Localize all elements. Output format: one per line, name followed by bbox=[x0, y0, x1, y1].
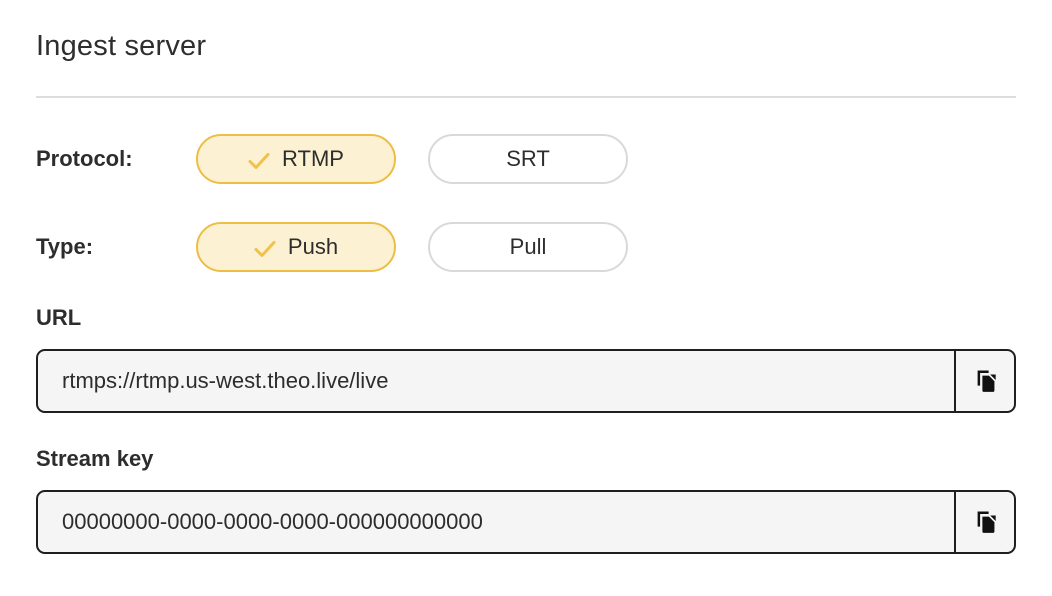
check-icon bbox=[248, 150, 270, 169]
type-row: Type: Push Pull bbox=[36, 222, 1016, 272]
protocol-row: Protocol: RTMP SRT bbox=[36, 134, 1016, 184]
stream-key-input[interactable] bbox=[38, 492, 954, 552]
protocol-label: Protocol: bbox=[36, 146, 133, 171]
stream-key-copy-button[interactable] bbox=[954, 492, 1014, 552]
divider bbox=[36, 96, 1016, 98]
url-field-group bbox=[36, 349, 1016, 413]
protocol-option-label: SRT bbox=[506, 146, 550, 171]
page-title: Ingest server bbox=[36, 30, 207, 62]
copy-icon bbox=[972, 368, 999, 395]
stream-key-label: Stream key bbox=[36, 446, 154, 471]
type-label: Type: bbox=[36, 234, 94, 259]
check-icon bbox=[254, 238, 276, 257]
type-option-pull[interactable]: Pull bbox=[428, 222, 628, 272]
url-copy-button[interactable] bbox=[954, 351, 1014, 411]
ingest-server-panel: Ingest server Protocol: RTMP SRT Type: P… bbox=[36, 30, 1016, 554]
type-option-label: Push bbox=[287, 234, 339, 259]
type-option-label: Pull bbox=[509, 234, 547, 259]
stream-key-field-group bbox=[36, 490, 1016, 554]
copy-icon bbox=[972, 509, 999, 536]
protocol-option-rtmp[interactable]: RTMP bbox=[196, 134, 396, 184]
url-input[interactable] bbox=[38, 351, 954, 411]
type-option-push[interactable]: Push bbox=[196, 222, 396, 272]
url-label: URL bbox=[36, 305, 82, 330]
protocol-option-label: RTMP bbox=[282, 146, 344, 171]
protocol-option-srt[interactable]: SRT bbox=[428, 134, 628, 184]
